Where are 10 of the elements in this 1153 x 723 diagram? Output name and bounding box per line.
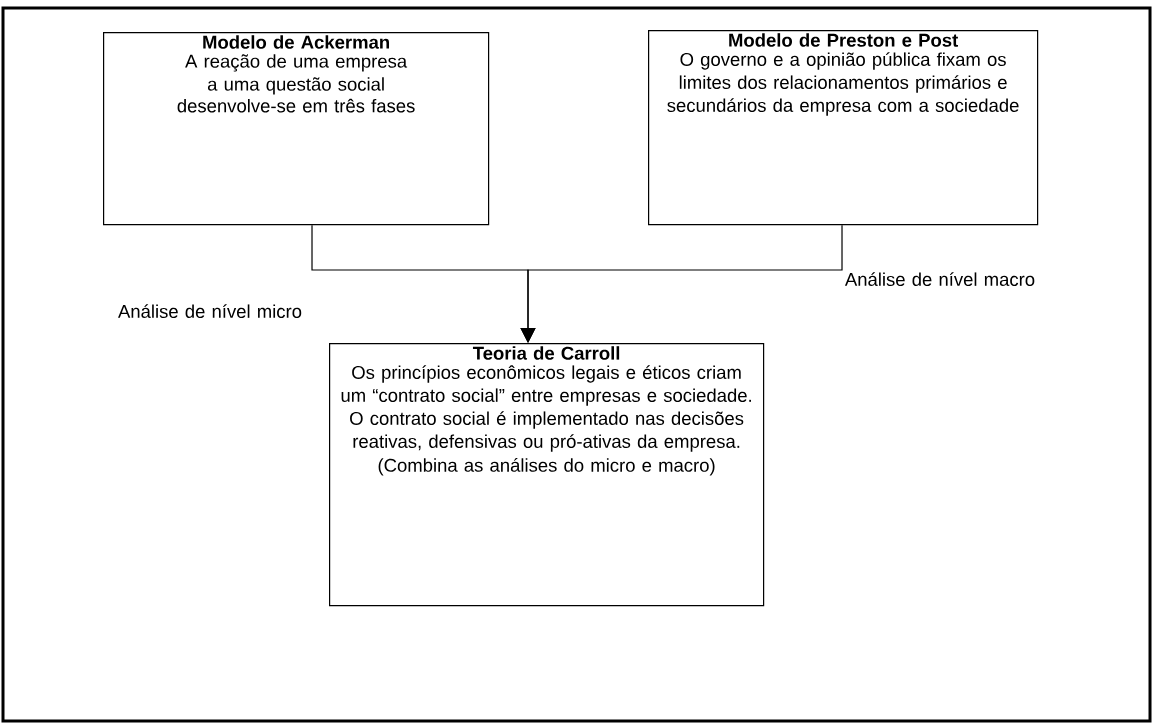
arrow (520, 224, 843, 343)
box-text: Os princípios econômicos legais e éticos criam um “contrato social” entre empresas e sociedade. O contrato social é implementado nas decisões reativas, defensivas ou pró-ativas da empresa. (341, 365, 751, 452)
box-text: (Combina as análises do micro e macro) (378, 458, 715, 476)
box-title: Modelo de Preston e Post (729, 33, 958, 47)
box-title: Teoria de Carroll (472, 346, 620, 360)
box-text: desenvolve-se em três fases (177, 98, 415, 113)
level-label: Análise de nível macro (844, 272, 1035, 286)
level-label: Análise de nível micro (118, 304, 302, 318)
box-title: Modelo de Ackerman (203, 35, 389, 49)
box-text: O governo e a opinião pública fixam os limites dos relacionamentos primários e secundários da empresa com a sociedade (667, 52, 1019, 116)
